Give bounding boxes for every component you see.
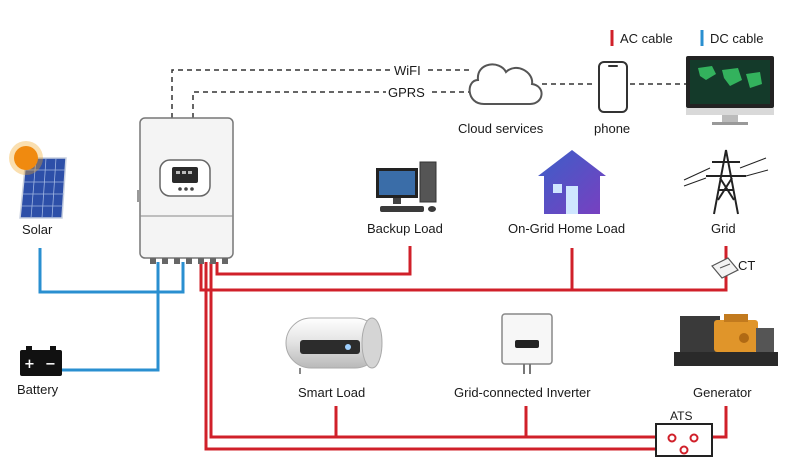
gprs-link: [192, 91, 386, 118]
battery-label: Battery: [17, 382, 59, 397]
legend: AC cable DC cable: [610, 30, 763, 46]
generator-icon: [674, 314, 778, 366]
sun-icon: [9, 141, 43, 175]
on-grid-load-label: On-Grid Home Load: [508, 221, 625, 236]
smart-load-label: Smart Load: [298, 385, 365, 400]
backup-load-label: Backup Load: [367, 221, 443, 236]
gprs-label: GPRS: [388, 85, 425, 100]
generator-cable: [712, 406, 728, 439]
ats-bus-cable: [209, 262, 670, 439]
computer-icon: [376, 161, 437, 212]
grid-inverter-icon: [501, 313, 553, 374]
generator-label: Generator: [693, 385, 752, 400]
dc-cables: [38, 248, 185, 372]
grid-inverter-label: Grid-connected Inverter: [454, 385, 591, 400]
monitor-icon: [686, 56, 774, 125]
water-heater-icon: [285, 317, 383, 374]
cloud-icon: [468, 63, 543, 105]
solar-panel-icon: [19, 157, 67, 219]
house-icon: [538, 150, 606, 214]
legend-ac-label: AC cable: [620, 31, 673, 46]
wifi-link: [171, 69, 392, 118]
svg-text:−: −: [45, 357, 56, 372]
battery-dc-cable: [62, 262, 160, 372]
backup-load-cable: [215, 246, 412, 276]
solar-label: Solar: [22, 222, 53, 237]
cloud-label: Cloud services: [458, 121, 544, 136]
ats-bottom-cable: [204, 262, 680, 451]
svg-text:+: +: [24, 357, 35, 372]
ct-label: CT: [738, 258, 755, 273]
phone-label: phone: [594, 121, 630, 136]
ats-switch-icon: [655, 423, 713, 457]
grid-bus-cable: [199, 262, 728, 292]
pylon-icon: [683, 149, 769, 215]
solar-dc-cable: [38, 248, 185, 294]
ct-sensor-icon: [711, 257, 739, 279]
ac-cables: [199, 246, 728, 451]
ats-label: ATS: [670, 409, 692, 423]
inverter-icon: [137, 117, 234, 264]
wifi-label: WiFI: [394, 63, 421, 78]
grid-label: Grid: [711, 221, 736, 236]
comm-links: [171, 69, 686, 118]
phone-icon: [598, 61, 628, 113]
legend-dc-label: DC cable: [710, 31, 763, 46]
battery-icon: + −: [20, 346, 62, 376]
